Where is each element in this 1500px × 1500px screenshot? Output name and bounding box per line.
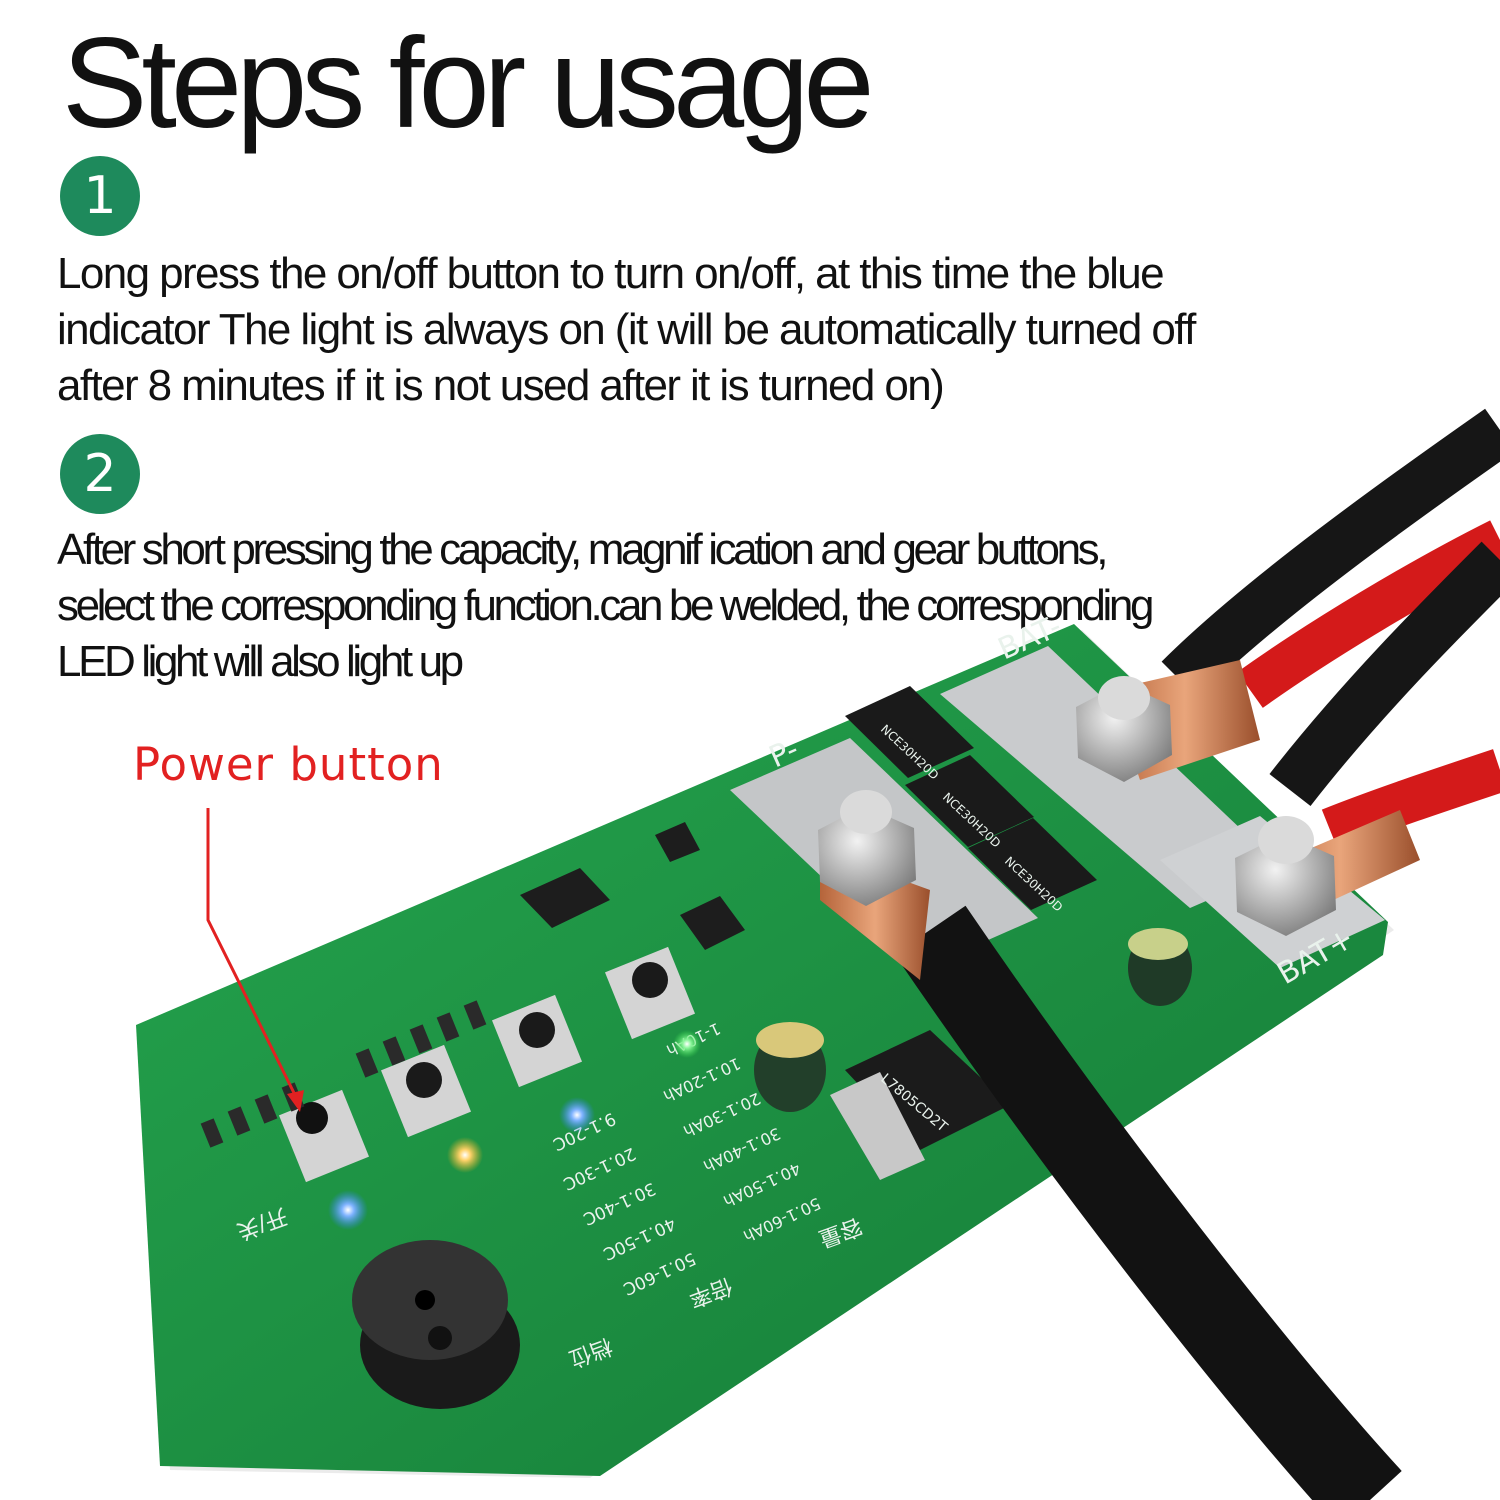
ic-chip-1: [520, 868, 610, 928]
regulator-tab: [830, 1072, 925, 1180]
power-button-callout: Power button: [133, 738, 444, 791]
black-cable-mid: [1269, 541, 1500, 806]
mosfet-group: [845, 686, 1097, 910]
step-1-text: Long press the on/off button to turn on/…: [57, 249, 1196, 410]
red-cable-low: [1321, 749, 1500, 851]
power-button-pointer: [206, 808, 302, 1106]
power-led: [328, 1190, 368, 1230]
nut-right: [1235, 816, 1336, 936]
nut-mid: [818, 790, 916, 906]
capacitor-left: [754, 1022, 826, 1112]
nut-top: [1076, 676, 1172, 782]
buzzer: [352, 1240, 520, 1409]
magnification-button-cap[interactable]: [406, 1062, 442, 1098]
ic-chip-3: [680, 896, 745, 950]
busbar-top: [940, 646, 1282, 908]
power-button-cap[interactable]: [296, 1102, 328, 1134]
magnification-led: [447, 1137, 483, 1173]
page-title: Steps for usage: [62, 12, 875, 155]
gear-button-cap[interactable]: [519, 1012, 555, 1048]
black-cable-main: [894, 905, 1402, 1500]
step-2-text: After short pressing the capacity, magni…: [57, 525, 1154, 686]
black-cable-top: [1161, 408, 1500, 699]
capacity-led: [673, 1030, 701, 1058]
ic-chip-2: [655, 822, 700, 862]
step-1-badge: 1: [60, 156, 140, 236]
capacitor-right: [1128, 928, 1192, 1006]
tactile-buttons: [278, 946, 696, 1183]
step-2-badge: 2: [60, 434, 140, 514]
regulator-chip: [845, 1030, 1010, 1150]
gear-led: [559, 1097, 595, 1133]
capacity-button-cap[interactable]: [632, 962, 668, 998]
power-button-pointer-arrow: [287, 1090, 304, 1112]
